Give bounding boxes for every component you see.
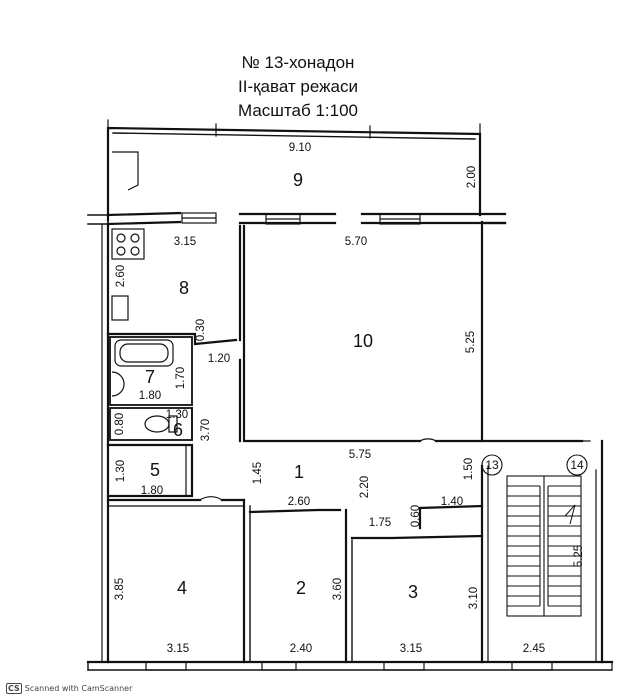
dim-label: 2.60 — [288, 496, 310, 508]
windows — [145, 212, 553, 671]
dim-label: 3.60 — [332, 578, 344, 600]
stair-marker-13-label: 13 — [485, 458, 499, 472]
plan-title-scale: Масштаб 1:100 — [238, 101, 358, 120]
room-label-8: 8 — [179, 278, 189, 298]
balcony-outline — [106, 126, 482, 222]
stove-icon — [111, 228, 145, 260]
dim-label: 5.25 — [573, 545, 585, 567]
dim-label: 3.70 — [200, 419, 212, 441]
room-label-1: 1 — [294, 462, 304, 482]
dim-label: 1.80 — [139, 390, 161, 402]
dim-label: 5.70 — [345, 236, 367, 248]
dim-label: 1.75 — [369, 517, 391, 529]
dim-label: 3.85 — [114, 578, 126, 600]
room-label-2: 2 — [296, 578, 306, 598]
plan-title-floor: II-қават режаси — [238, 77, 358, 96]
dim-label: 1.20 — [208, 353, 230, 365]
room-label-10: 10 — [353, 331, 373, 351]
dim-label: 2.20 — [359, 476, 371, 498]
room-label-9: 9 — [293, 170, 303, 190]
dim-label: 2.60 — [115, 265, 127, 287]
dim-label: 2.00 — [466, 166, 478, 188]
room-label-6: 6 — [173, 420, 183, 440]
fixtures — [111, 151, 437, 501]
room-label-5: 5 — [150, 460, 160, 480]
balcony-cabinet — [112, 151, 139, 191]
kitchen-sink-icon — [111, 295, 129, 321]
washbasin-icon — [111, 371, 125, 397]
dim-label: 1.80 — [141, 485, 163, 497]
dim-label: 1.50 — [463, 458, 475, 480]
room-label-3: 3 — [408, 582, 418, 602]
stairwell — [481, 454, 588, 617]
dim-label: 5.75 — [349, 449, 371, 461]
dim-label: 5.25 — [465, 331, 477, 353]
room-label-7: 7 — [145, 367, 155, 387]
plan-title-apartment: № 13-хонадон — [242, 53, 355, 72]
dim-label: 0.80 — [114, 413, 126, 435]
dim-label: 1.45 — [252, 462, 264, 484]
dim-label: 1.40 — [441, 496, 463, 508]
dim-label: 2.40 — [290, 643, 312, 655]
stair-marker-14-label: 14 — [570, 458, 584, 472]
room-label-4: 4 — [177, 578, 187, 598]
dim-label: 9.10 — [289, 142, 311, 154]
dim-label: 0.30 — [195, 319, 207, 341]
scanner-badge: CS — [6, 683, 22, 694]
scanner-text: Scanned with CamScanner — [24, 684, 133, 693]
dim-label: 3.10 — [468, 587, 480, 609]
dim-label: 1.30 — [115, 460, 127, 482]
bathtub-icon — [114, 339, 174, 367]
dim-label: 2.45 — [523, 643, 545, 655]
dim-label: 3.15 — [167, 643, 189, 655]
dim-label: 1.70 — [175, 367, 187, 389]
stair-marker-13 — [481, 454, 503, 476]
dim-label: 3.15 — [400, 643, 422, 655]
dim-label: 0.60 — [410, 505, 422, 527]
stair-marker-14 — [566, 454, 588, 476]
dim-label: 1.30 — [166, 409, 188, 421]
walls — [86, 119, 614, 671]
dim-label: 3.15 — [174, 236, 196, 248]
